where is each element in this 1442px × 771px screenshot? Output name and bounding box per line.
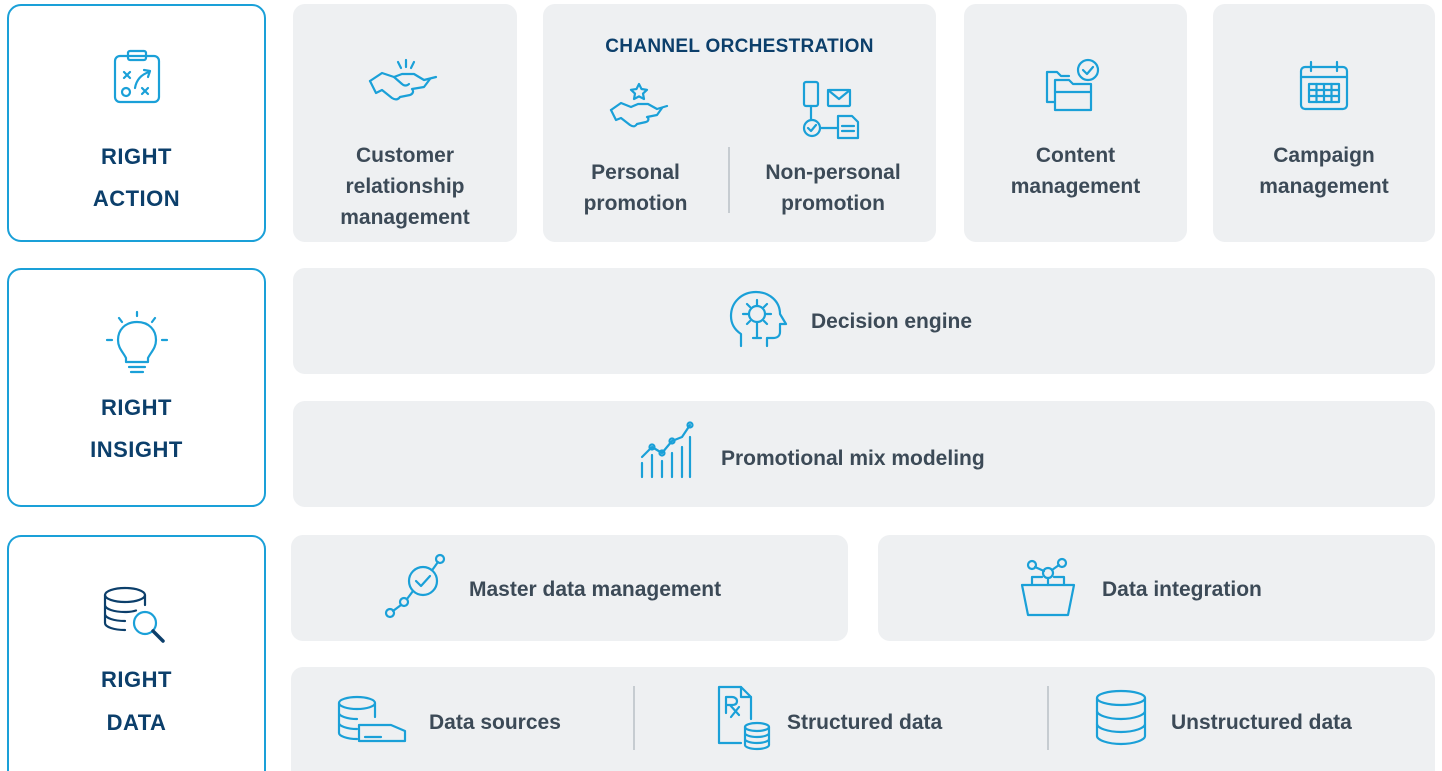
- card-label-line1: Non-personal: [765, 161, 901, 184]
- card-master-data-management: Master data management: [291, 535, 848, 641]
- card-crm: Customer relationship management: [293, 4, 517, 242]
- lane-right-data: RIGHT DATA: [7, 535, 266, 771]
- card-label-line1: Campaign: [1273, 144, 1375, 167]
- lane-right-action: RIGHT ACTION: [7, 4, 266, 242]
- card-content-management: Content management: [964, 4, 1187, 242]
- folders-check-icon: [1045, 58, 1100, 112]
- basket-nodes-icon: [1020, 557, 1076, 617]
- lane-title-line1: RIGHT: [101, 144, 172, 169]
- growth-chart-icon: [640, 421, 694, 479]
- structured-data-label: Structured data: [787, 711, 943, 734]
- card-data-integration: Data integration: [878, 535, 1435, 641]
- card-label-line1: Customer: [355, 144, 455, 167]
- handshake-star-icon: [609, 82, 669, 128]
- strategy-clipboard-icon: [113, 49, 160, 104]
- lane-title-line2: ACTION: [92, 186, 181, 211]
- database-drive-icon: [337, 695, 407, 743]
- data-integration-label: Data integration: [1102, 578, 1262, 601]
- lightbulb-icon: [105, 310, 168, 374]
- card-promotional-mix-modeling: Promotional mix modeling: [293, 401, 1435, 507]
- head-gear-icon: [729, 290, 788, 348]
- data-types-divider: [633, 686, 635, 750]
- card-data-types: Data sources Structured data Unstructure…: [291, 667, 1435, 771]
- card-label-line2: relationship: [345, 175, 465, 198]
- promotional-mix-label: Promotional mix modeling: [721, 447, 985, 470]
- card-label-line2: management: [1010, 175, 1141, 198]
- lane-title-line2: DATA: [106, 710, 167, 735]
- card-channel-orchestration: CHANNEL ORCHESTRATION Personal promotion…: [543, 4, 936, 242]
- channel-orchestration-title: CHANNEL ORCHESTRATION: [605, 36, 874, 57]
- card-campaign-management: Campaign management: [1213, 4, 1435, 242]
- devices-mail-icon: [802, 80, 860, 140]
- handshake-icon: [368, 58, 438, 101]
- channel-divider: [728, 147, 730, 213]
- card-decision-engine: Decision engine: [293, 268, 1435, 374]
- card-label-line1: Personal: [591, 161, 680, 184]
- database-icon: [1095, 689, 1147, 746]
- data-sources-label: Data sources: [429, 711, 561, 734]
- lane-right-insight: RIGHT INSIGHT: [7, 268, 266, 507]
- lane-title-line1: RIGHT: [101, 667, 172, 692]
- node-check-icon: [384, 553, 446, 619]
- master-data-label: Master data management: [469, 578, 722, 601]
- calendar-icon: [1299, 60, 1349, 111]
- database-search-icon: [103, 586, 165, 643]
- lane-title-line2: INSIGHT: [90, 437, 183, 462]
- card-label-line2: promotion: [583, 192, 688, 215]
- card-label-line2: promotion: [781, 192, 885, 215]
- card-label-line1: Content: [1035, 144, 1116, 167]
- decision-engine-label: Decision engine: [811, 310, 973, 333]
- unstructured-data-label: Unstructured data: [1171, 711, 1352, 734]
- lane-title-line1: RIGHT: [101, 395, 172, 420]
- card-label-line3: management: [340, 206, 470, 229]
- data-types-divider: [1047, 686, 1049, 750]
- card-label-line2: management: [1259, 175, 1389, 198]
- rx-document-icon: [717, 685, 771, 751]
